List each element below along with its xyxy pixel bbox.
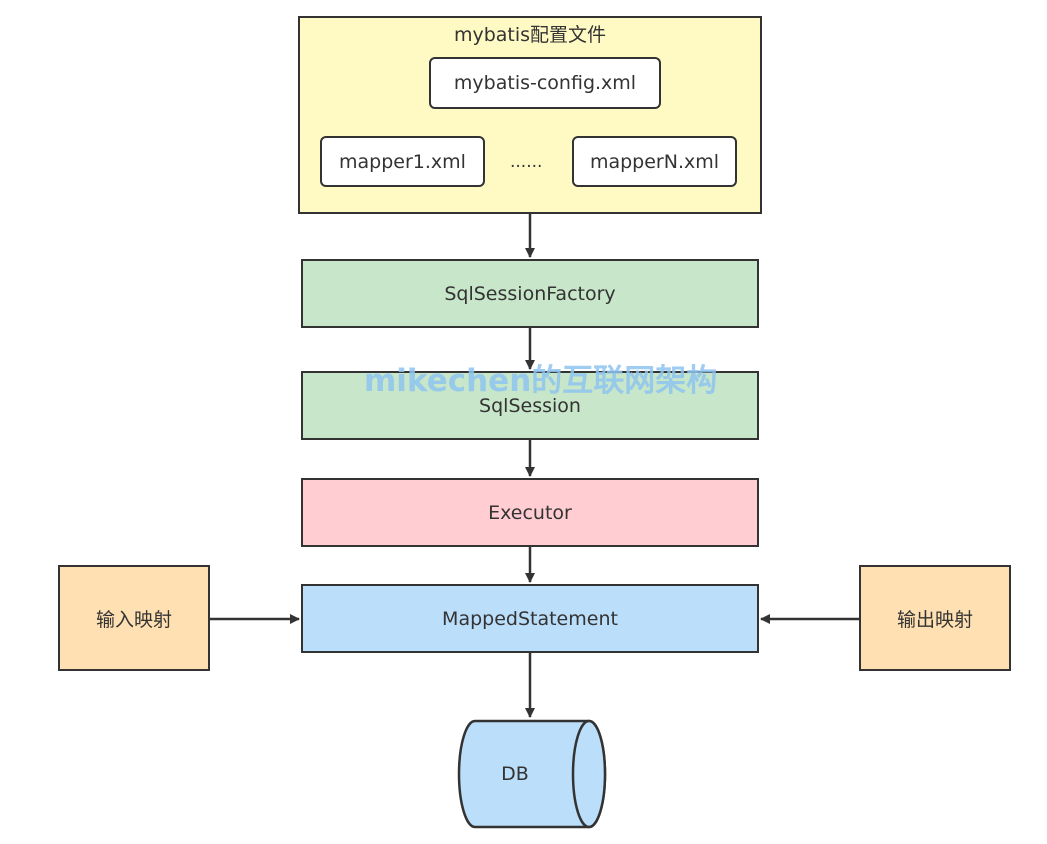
sqlsessionfactory-node: SqlSessionFactory [301, 259, 759, 328]
config-group-title: mybatis配置文件 [453, 24, 607, 46]
sqlsession-node: SqlSession [301, 371, 759, 440]
watermark-text: mikechen的互联网架构 [364, 363, 718, 399]
mapper-ellipsis: ...... [510, 152, 543, 172]
mapperN-node: mapperN.xml [572, 136, 737, 187]
output-mapping-node: 输出映射 [859, 565, 1011, 671]
mybatis-config-node: mybatis-config.xml [429, 57, 661, 109]
db-label: DB [501, 763, 529, 785]
executor-node: Executor [301, 478, 759, 547]
mappedstatement-node: MappedStatement [301, 584, 759, 653]
input-mapping-node: 输入映射 [58, 565, 210, 671]
mapper1-node: mapper1.xml [320, 136, 485, 187]
